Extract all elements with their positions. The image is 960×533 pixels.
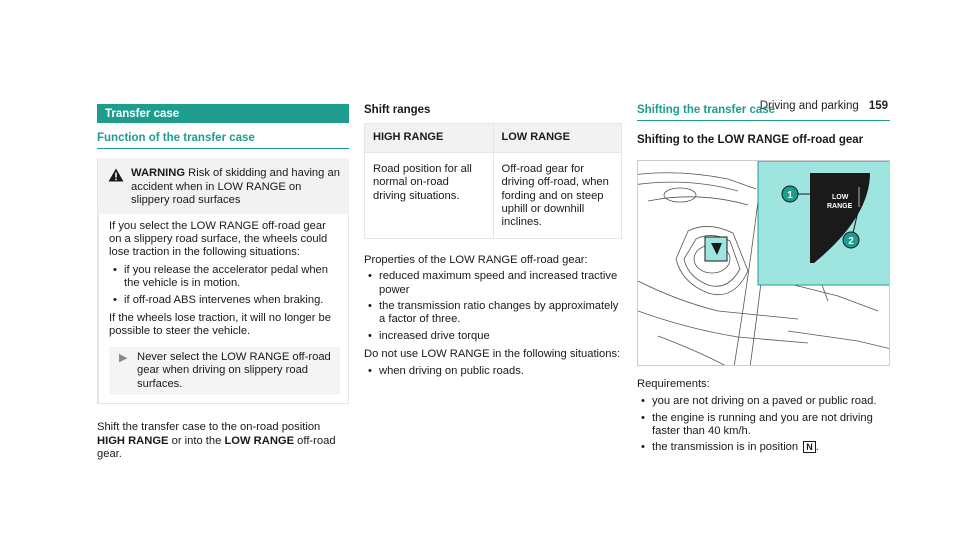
gear-n-icon: N [803,441,816,454]
text-segment: or into the [168,434,225,447]
section-title-bar: Transfer case [97,104,349,123]
warning-paragraph-1: If you select the LOW RANGE off-road gea… [109,219,328,259]
low-label: LOW [832,194,849,201]
list-item: the transmission ratio changes by approx… [364,300,622,327]
table-header-row: HIGH RANGE LOW RANGE [364,123,622,153]
table-cell: Road position for all normal on-road dri… [364,151,494,239]
center-console-illustration: LOW RANGE 1 2 [637,159,890,366]
column-transfer-case: Transfer case Function of the transfer c… [97,104,349,461]
warning-header: WARNING Risk of skidding and having an a… [98,158,349,213]
note-text: Never select the LOW RANGE off-road gear… [137,350,331,390]
warning-paragraph-2: If the wheels lose traction, it will no … [109,312,332,338]
requirement-text: the transmission is in position [652,441,802,454]
page-number: 159 [868,100,888,112]
table-row: Road position for all normal on-road dri… [364,151,622,239]
warning-list: if you release the accelerator pedal whe… [109,264,340,308]
table-cell: Off-road gear for driving off-road, when… [492,151,622,239]
text-segment: Shift the transfer case to the on-road p… [97,421,321,434]
requirements-intro: Requirements: [637,377,710,390]
properties-list: reduced maximum speed and increased trac… [364,270,622,343]
list-item: the engine is running and you are not dr… [637,412,890,439]
list-item: reduced maximum speed and increased trac… [364,270,622,297]
warning-box: WARNING Risk of skidding and having an a… [97,158,349,405]
warning-triangle-icon [108,168,124,182]
list-item: increased drive torque [364,330,622,344]
subheading-shifting: Shifting the transfer case [637,104,890,122]
table-header: LOW RANGE [492,123,622,153]
requirements-list: you are not driving on a paved or public… [637,395,890,455]
range-label: RANGE [827,203,853,210]
warning-note: ▶ Never select the LOW RANGE off-road ge… [109,346,340,396]
high-range-term: HIGH RANGE [97,434,169,447]
page-header: Driving and parking 159 [760,100,888,113]
column-shifting: Shifting the transfer case Shifting to t… [637,104,890,460]
low-range-term: LOW RANGE [224,434,295,447]
warning-label: WARNING [131,167,186,180]
list-item: the transmission is in position N. [637,441,890,455]
do-not-use-list: when driving on public roads. [364,365,622,379]
subheading-function: Function of the transfer case [97,132,349,150]
heading-low-range: Shifting to the LOW RANGE off-road gear [637,134,864,147]
list-item: when driving on public roads. [364,365,622,379]
shift-paragraph: Shift the transfer case to the on-road p… [97,421,349,461]
warning-body: If you select the LOW RANGE off-road gea… [98,213,349,405]
arrow-right-icon: ▶ [119,351,128,364]
section-name: Driving and parking [759,100,859,112]
heading-shift-ranges: Shift ranges [364,104,431,116]
text-segment: off-road gear. [97,434,336,460]
table-header: HIGH RANGE [364,123,494,153]
callout-1: 1 [787,190,793,201]
list-item: you are not driving on a paved or public… [637,395,890,409]
shift-ranges-table: HIGH RANGE LOW RANGE Road position for a… [364,123,622,239]
list-item: if off-road ABS intervenes when braking. [109,294,340,308]
do-not-use-intro: Do not use LOW RANGE in the following si… [364,348,621,361]
text-segment: . [815,441,819,454]
warning-summary: Risk of skidding and having an accident … [131,167,340,207]
console-drawing: LOW RANGE 1 2 [638,160,889,365]
warning-text: WARNING Risk of skidding and having an a… [131,167,341,207]
list-item: if you release the accelerator pedal whe… [109,264,340,291]
column-shift-ranges: Shift ranges HIGH RANGE LOW RANGE Road p… [364,104,622,383]
properties-intro: Properties of the LOW RANGE off-road gea… [364,253,588,266]
callout-2: 2 [848,236,854,247]
